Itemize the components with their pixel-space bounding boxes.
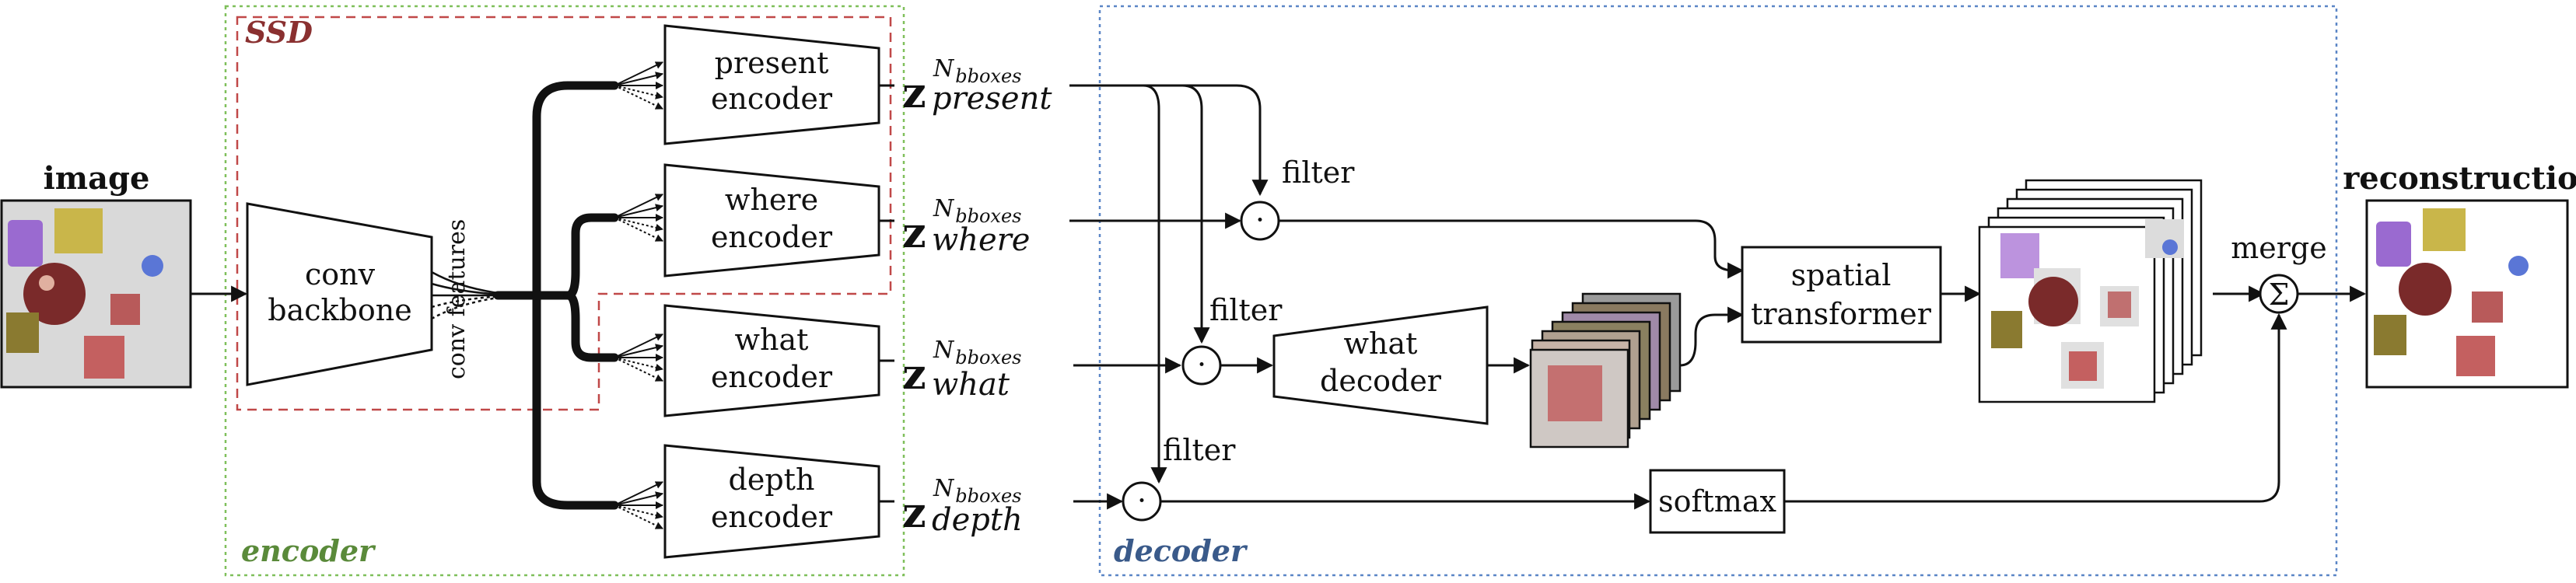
filter-label-depth: filter	[1163, 433, 1236, 467]
where-encoder	[663, 163, 880, 278]
svg-text:z: z	[902, 68, 926, 117]
input-image	[0, 199, 192, 389]
svg-text:z: z	[902, 487, 926, 537]
spatial-transformer-line2: transformer	[1751, 297, 1932, 331]
decoder-wiring	[1069, 84, 2367, 510]
z-present: z Nbboxes present	[902, 55, 1052, 117]
depth-encoder	[663, 444, 880, 559]
spatial-transformer-line1: spatial	[1791, 258, 1892, 292]
svg-text:Nbboxes: Nbboxes	[933, 195, 1021, 227]
filter-label-where: filter	[1282, 155, 1355, 190]
svg-text:Nbboxes: Nbboxes	[933, 475, 1021, 507]
svg-text:·: ·	[1137, 484, 1146, 518]
reconstruction-image	[2365, 199, 2569, 389]
encoder-label: encoder	[241, 533, 376, 568]
svg-text:depth: depth	[932, 502, 1023, 538]
softmax-label: softmax	[1658, 484, 1776, 518]
conv-backbone-line2: backbone	[268, 293, 411, 327]
filter-label-what: filter	[1209, 293, 1283, 327]
svg-text:Nbboxes: Nbboxes	[933, 337, 1021, 368]
filter-node-depth: ·	[1122, 481, 1162, 522]
svg-text:·: ·	[1197, 347, 1206, 382]
image-title: image	[44, 160, 150, 197]
svg-text:·: ·	[1255, 203, 1265, 237]
conv-backbone-line1: conv	[305, 257, 376, 292]
z-where: z Nbboxes where	[902, 195, 1030, 258]
z-depth: z Nbboxes depth	[902, 475, 1023, 538]
transformed-images-content	[1991, 219, 2184, 389]
present-encoder	[663, 24, 880, 145]
present-encoder-line1: present	[715, 46, 829, 80]
encoder-frame	[224, 5, 905, 577]
what-encoder-line1: what	[735, 323, 809, 357]
spatial-transformer	[1741, 246, 1942, 344]
ssd-label: SSD	[245, 15, 313, 50]
svg-text:present: present	[932, 81, 1052, 117]
feature-bus	[493, 81, 619, 510]
decoded-crops-stack	[1529, 292, 1682, 449]
svg-text:z: z	[902, 349, 926, 399]
filter-node-what: ·	[1181, 345, 1222, 386]
filter-node-where: ·	[1240, 201, 1280, 241]
svg-text:Nbboxes: Nbboxes	[933, 55, 1021, 87]
encoder-output-lines	[879, 84, 894, 503]
where-encoder-line2: encoder	[711, 220, 833, 254]
what-decoder	[1272, 305, 1489, 425]
merge-label: merge	[2231, 231, 2327, 265]
z-what: z Nbboxes what	[902, 337, 1021, 403]
what-decoder-line2: decoder	[1320, 364, 1442, 398]
present-encoder-line2: encoder	[711, 82, 833, 116]
what-decoder-line1: what	[1344, 326, 1418, 361]
svg-text:Σ: Σ	[2269, 278, 2290, 312]
what-encoder	[663, 304, 880, 417]
decoder-label: decoder	[1114, 533, 1248, 568]
conv-backbone	[246, 202, 433, 386]
reconstruction-title: reconstruction	[2343, 160, 2576, 197]
decoder-frame	[1098, 5, 2338, 577]
ssd-frame	[236, 16, 892, 411]
softmax-box	[1649, 469, 1786, 534]
conv-features-label: conv features	[443, 219, 471, 379]
depth-encoder-line2: encoder	[711, 500, 833, 534]
what-encoder-line2: encoder	[711, 360, 833, 394]
merge-node: Σ	[2259, 274, 2299, 314]
svg-text:z: z	[902, 208, 926, 257]
svg-text:where: where	[932, 222, 1030, 258]
where-encoder-line1: where	[725, 183, 818, 217]
svg-text:what: what	[932, 367, 1010, 403]
depth-encoder-line1: depth	[729, 463, 815, 497]
encoder-fan-arrows	[614, 61, 663, 529]
